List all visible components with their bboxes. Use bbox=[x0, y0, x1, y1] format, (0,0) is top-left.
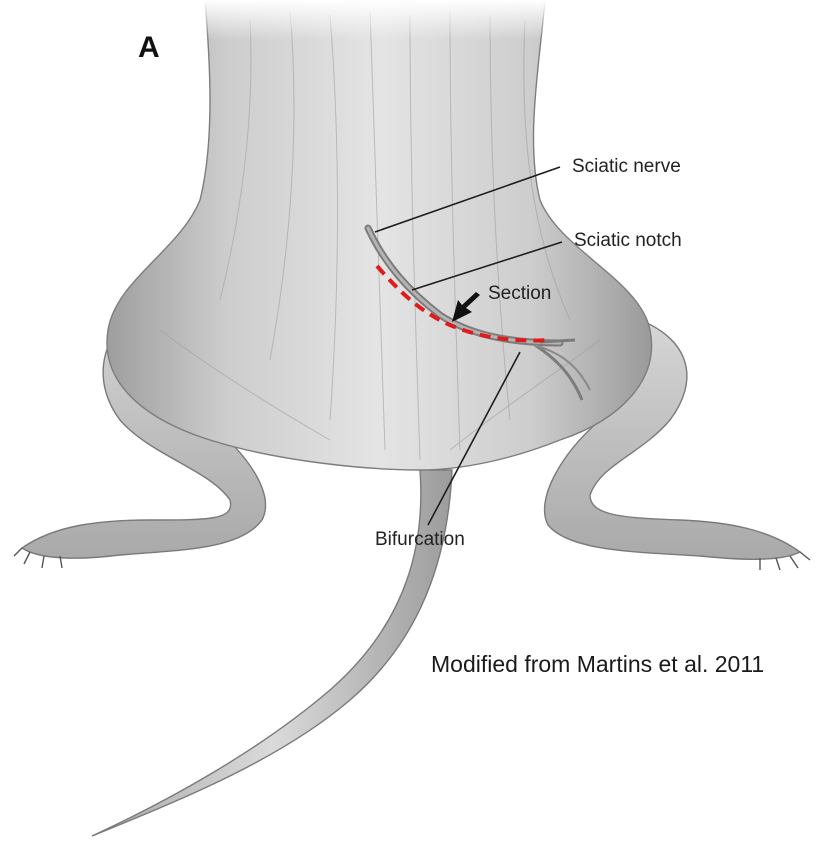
rat-body bbox=[107, 0, 652, 470]
credit-text: Modified from Martins et al. 2011 bbox=[431, 651, 764, 677]
label-sciatic-notch: Sciatic notch bbox=[574, 230, 682, 251]
panel-letter: A bbox=[138, 31, 160, 64]
label-section: Section bbox=[488, 283, 551, 304]
label-bifurcation: Bifurcation bbox=[375, 529, 465, 550]
label-sciatic-nerve: Sciatic nerve bbox=[572, 156, 681, 177]
top-fade bbox=[190, 0, 560, 40]
